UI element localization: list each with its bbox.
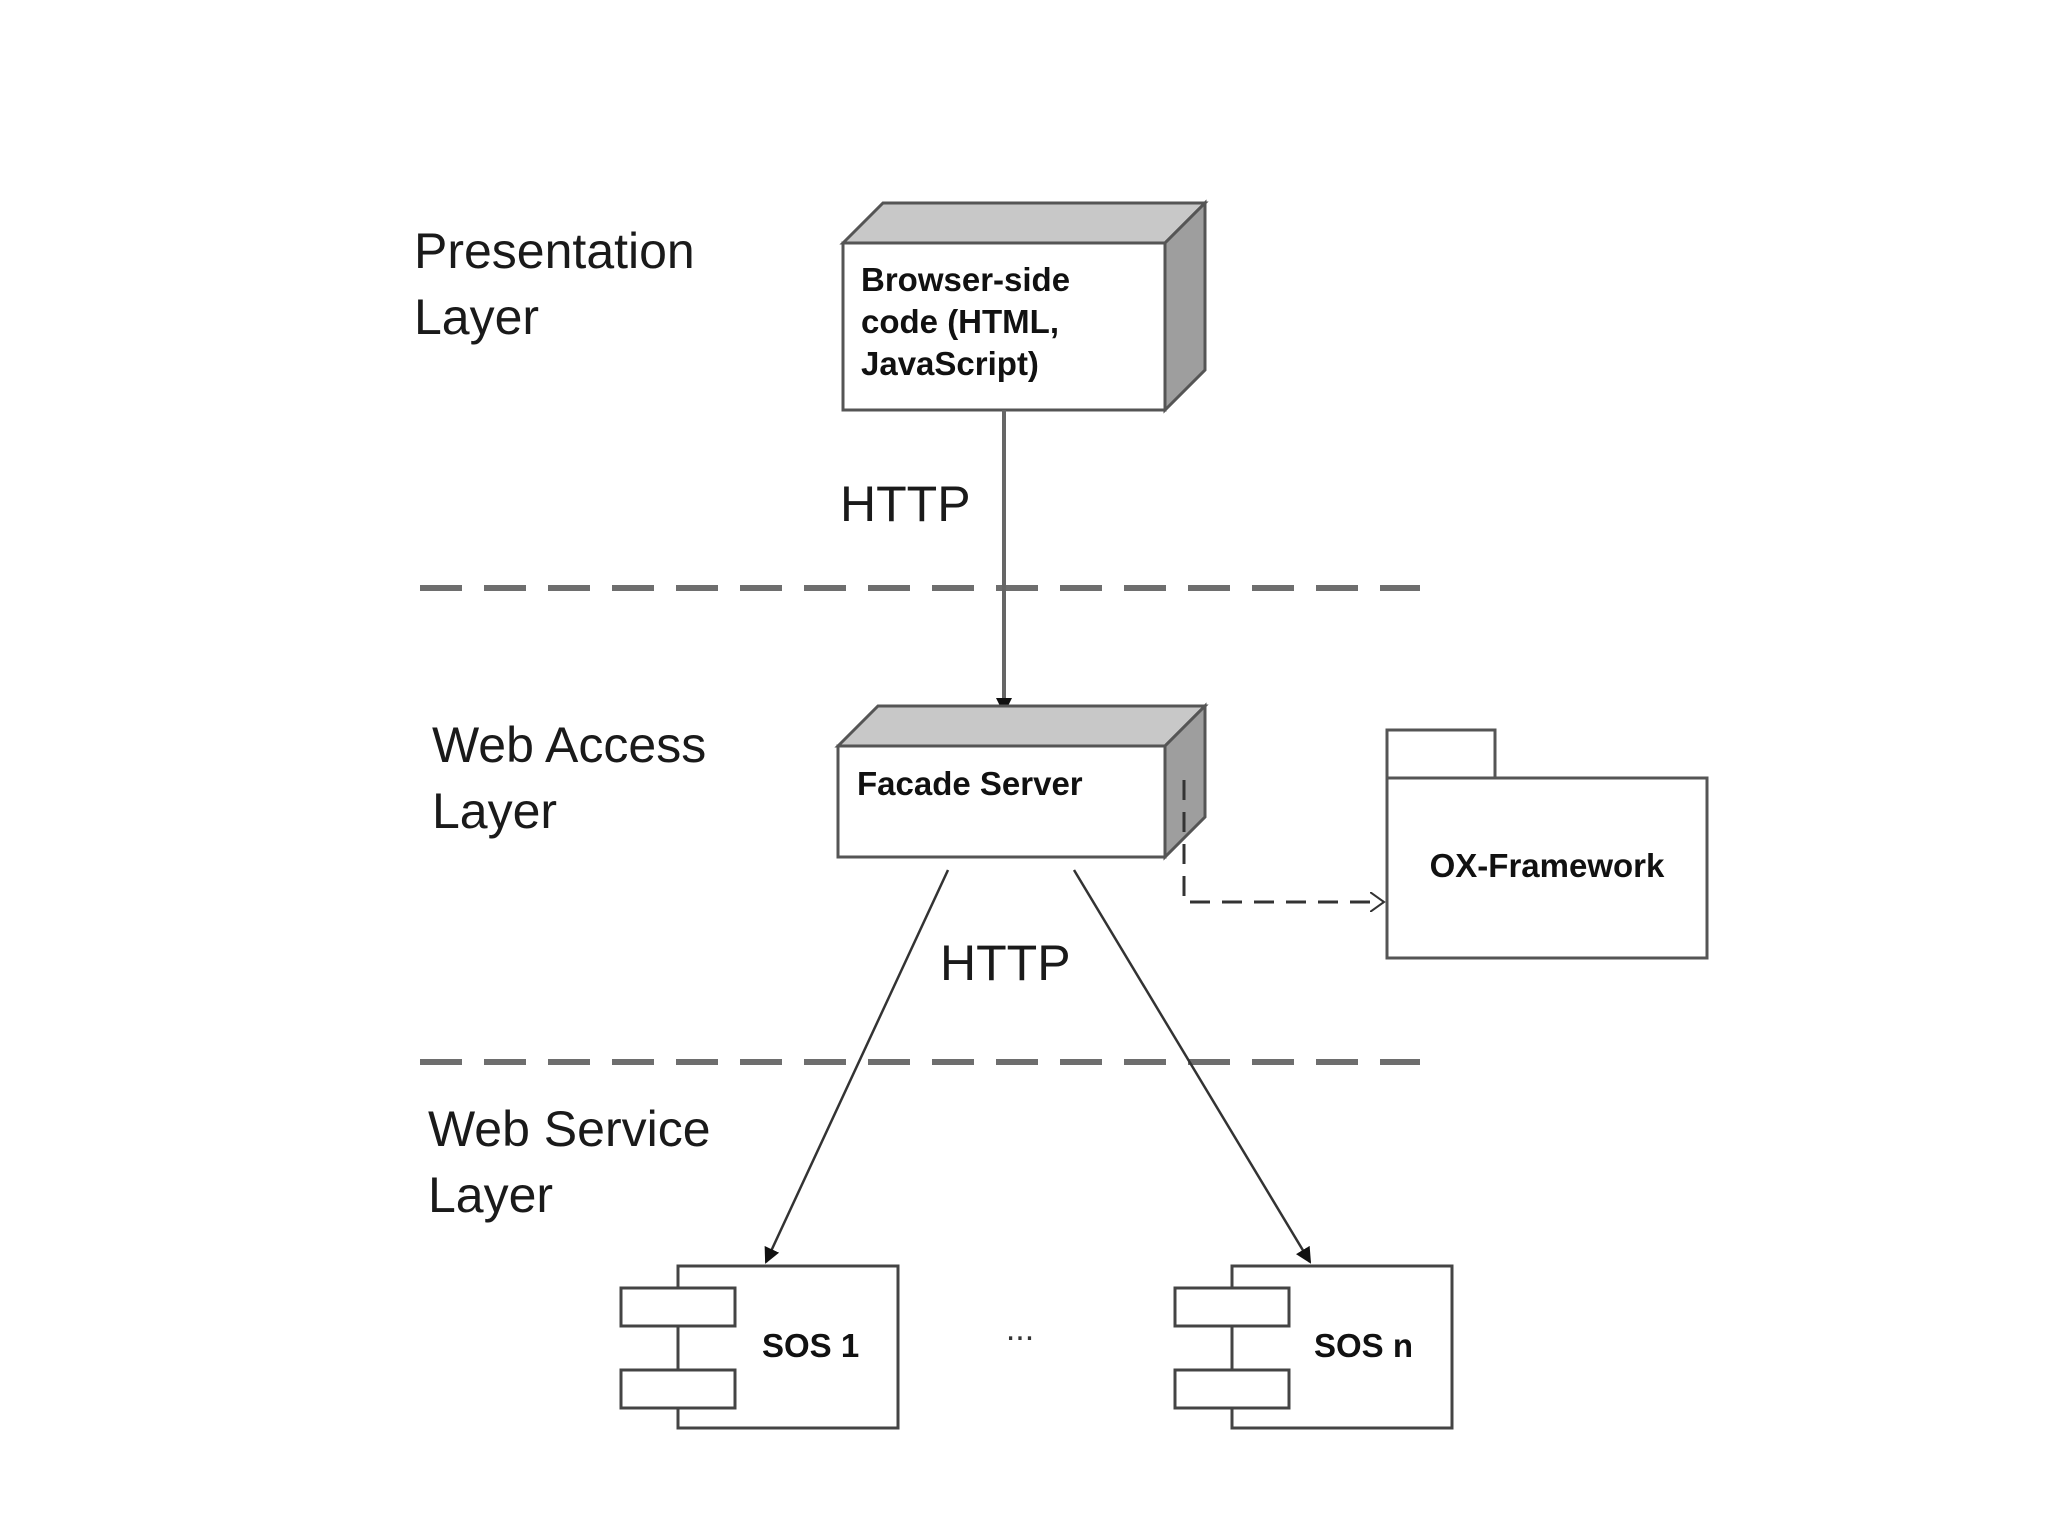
web-service-layer-label: Web Service Layer [428, 1101, 724, 1223]
facade-server-node: Facade Server [834, 702, 1209, 861]
facade-to-framework-dependency [1182, 780, 1384, 902]
ox-framework-label: OX-Framework [1430, 847, 1665, 884]
sos1-component: SOS 1 [619, 1264, 900, 1430]
web-access-layer-label: Web Access Layer [432, 717, 720, 839]
presentation-layer-label: Presentation Layer [414, 223, 709, 345]
facade-to-sos1-arrow [764, 869, 950, 1264]
sos1-label: SOS 1 [762, 1327, 859, 1364]
facade-server-label: Facade Server [857, 765, 1083, 802]
top-http-label: HTTP [840, 476, 971, 532]
browser-node: Browser-side code (HTML, JavaScript) [839, 199, 1209, 414]
sosn-label: SOS n [1314, 1327, 1413, 1364]
facade-to-sosn-arrow [1072, 869, 1312, 1264]
ox-framework-package: OX-Framework [1385, 728, 1709, 960]
browser-node-label: Browser-side code (HTML, JavaScript) [861, 261, 1079, 382]
sosn-component: SOS n [1173, 1264, 1454, 1430]
middle-http-label: HTTP [940, 935, 1071, 991]
ellipsis-label: ... [1006, 1310, 1034, 1348]
